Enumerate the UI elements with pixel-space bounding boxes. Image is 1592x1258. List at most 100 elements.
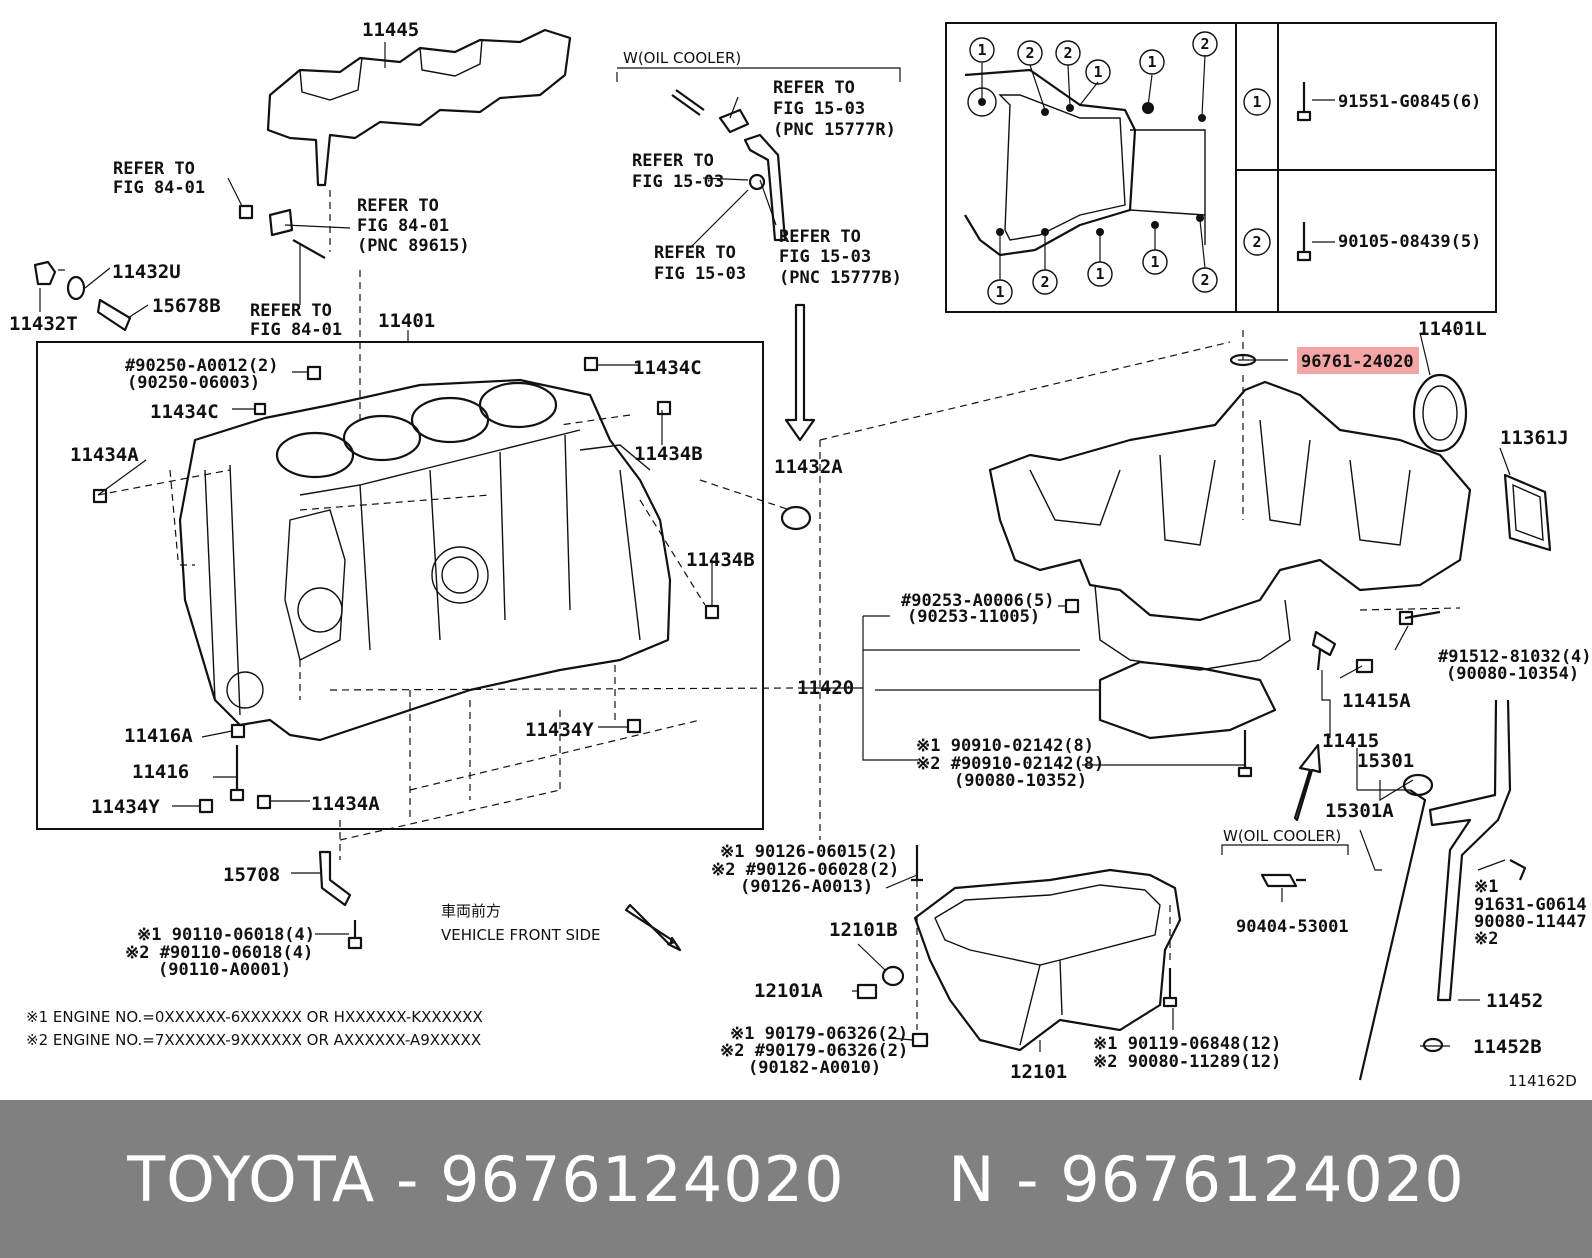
- label-11434A-bottom: 11434A: [311, 793, 380, 815]
- label-11416A: 11416A: [124, 725, 193, 747]
- label-11434B-right: 11434B: [686, 549, 755, 571]
- stud-11416: [229, 745, 245, 802]
- sensor-11415: [1311, 630, 1337, 671]
- refer-15-b-line1: REFER TO: [632, 151, 714, 171]
- refer-84-c-line1: REFER TO: [250, 301, 332, 321]
- label-96761-24020: 96761-24020: [1301, 352, 1414, 372]
- label-90126-c: (90126-A0013): [740, 877, 873, 897]
- svg-text:1: 1: [995, 283, 1004, 301]
- bracket-15708: [318, 850, 352, 907]
- front-side-en: VEHICLE FRONT SIDE: [441, 926, 601, 944]
- svg-text:1: 1: [1252, 93, 1261, 111]
- svg-text:2: 2: [1040, 273, 1049, 291]
- label-90910-c: (90080-10352): [954, 771, 1087, 791]
- label-11401: 11401: [378, 310, 435, 332]
- pin-11434C-top: [583, 356, 599, 372]
- cylinder-block-11401-drawing: [178, 378, 672, 742]
- pin-11434C-left: [253, 402, 267, 416]
- label-90179-c: (90182-A0010): [748, 1058, 881, 1078]
- bolt-marker-1: [987, 279, 1013, 305]
- svg-text:1: 1: [1150, 253, 1159, 271]
- pin-11434Y-mid: [626, 718, 642, 734]
- refer-84-parts: [238, 204, 326, 259]
- label-11434A-left: 11434A: [70, 444, 139, 466]
- pin-11434B-right: [704, 604, 720, 620]
- svg-text:2: 2: [1252, 233, 1261, 251]
- engine-note-2: ※2 ENGINE NO.=7XXXXXX-9XXXXXX OR AXXXXXX…: [26, 1031, 481, 1049]
- label-15678B: 15678B: [152, 295, 221, 317]
- pin-90253: [1064, 598, 1080, 614]
- label-11420: 11420: [797, 677, 854, 699]
- label-12101: 12101: [1010, 1061, 1067, 1083]
- label-90105-08439: 90105-08439(5): [1338, 232, 1481, 252]
- label-11416: 11416: [132, 761, 189, 783]
- pin-90250: [306, 365, 322, 381]
- refer-15-a-line1: REFER TO: [773, 78, 855, 98]
- union-90404-icon: [1260, 873, 1306, 888]
- label-11452B: 11452B: [1473, 1036, 1542, 1058]
- pin-11434A-bottom: [256, 794, 272, 810]
- up-arrow: [1293, 743, 1322, 822]
- label-90110-b: ※2 #90110-06018(4): [125, 943, 313, 963]
- oil-cooler-heading-bottom: W(OIL COOLER): [1223, 827, 1341, 845]
- legend-marker-1: [1243, 88, 1271, 116]
- label-15301: 15301: [1357, 750, 1414, 772]
- label-91512-b: (90080-10354): [1446, 664, 1579, 684]
- label-11434Y-left: 11434Y: [91, 796, 160, 818]
- svg-text:1: 1: [1095, 265, 1104, 283]
- plug-11432A: [780, 505, 812, 531]
- plug-12101A: [856, 983, 878, 1000]
- bolt-pattern-drawing: [964, 54, 1206, 280]
- label-11432T: 11432T: [9, 313, 78, 335]
- parts-diagram-canvas: 1 2 2 1 1 2 1 2 1 1 2 1 2: [9, 19, 1592, 1090]
- lower-crankcase-drawing: [988, 380, 1472, 740]
- label-11434C-top: 11434C: [633, 357, 702, 379]
- bolt-90110-icon: [347, 920, 363, 950]
- pin-11434Y-left: [198, 798, 214, 814]
- svg-text:2: 2: [1200, 35, 1209, 53]
- label-11434C-left: 11434C: [150, 401, 219, 423]
- label-11361J: 11361J: [1500, 427, 1569, 449]
- front-arrow: [624, 903, 682, 952]
- plug-11415A: [1355, 658, 1374, 674]
- label-90253-b: (90253-11005): [907, 607, 1040, 627]
- bolt-circles: 1 2 2 1 1 2 1 2 1 1 2 1 2: [969, 31, 1271, 305]
- svg-text:1: 1: [977, 41, 986, 59]
- label-90110-c: (90110-A0001): [158, 960, 291, 980]
- label-12101B: 12101B: [829, 919, 898, 941]
- refer-15-a-line2: FIG 15-03: [773, 99, 865, 119]
- label-11401L: 11401L: [1418, 318, 1487, 340]
- refer-15-c-line1: REFER TO: [654, 243, 736, 263]
- seal-11401L-drawing: [1412, 373, 1468, 453]
- pin-11434A-left: [92, 488, 108, 504]
- nut-90179-icon: [911, 1032, 929, 1048]
- svg-text:1: 1: [1147, 53, 1156, 71]
- label-15708: 15708: [223, 864, 280, 886]
- front-side-jp: 車両前方: [441, 902, 501, 920]
- bolt-marker-1: [1139, 49, 1165, 75]
- down-arrow: [784, 303, 816, 442]
- label-12101A: 12101A: [754, 980, 823, 1002]
- label-90404-53001: 90404-53001: [1236, 917, 1349, 937]
- gasket-12101B: [881, 965, 905, 987]
- bolt-marker-2: [1192, 267, 1218, 293]
- cover-11361J-drawing: [1503, 473, 1552, 552]
- label-90910-a: ※1 90910-02142(8): [916, 736, 1094, 756]
- engine-block-diagram: 1 2 2 1 1 2 1 2 1 1 2 1 2: [9, 19, 1592, 1090]
- svg-text:2: 2: [1200, 271, 1209, 289]
- footer-banner: TOYOTA - 9676124020 N - 9676124020: [0, 1100, 1592, 1258]
- bolt-marker-1: [1142, 249, 1168, 275]
- bolt-91551-icon: [1296, 82, 1312, 122]
- label-91631-a: ※1: [1474, 877, 1498, 897]
- oil-cooler-heading-top: W(OIL COOLER): [623, 49, 741, 67]
- label-90126-a: ※1 90126-06015(2): [720, 842, 898, 862]
- refer-15-c-line2: FIG 15-03: [654, 264, 746, 284]
- stud-90126-icon: [911, 845, 923, 882]
- block-group-frame: [36, 341, 764, 830]
- refer-84-a-line1: REFER TO: [113, 159, 195, 179]
- label-11415A: 11415A: [1342, 690, 1411, 712]
- bolt-15678B: [96, 298, 132, 332]
- bolt-legend-frame: [945, 22, 1497, 313]
- refer-15-d-line3: (PNC 15777B): [779, 268, 902, 288]
- label-91631-b: 91631-G0614: [1474, 895, 1587, 915]
